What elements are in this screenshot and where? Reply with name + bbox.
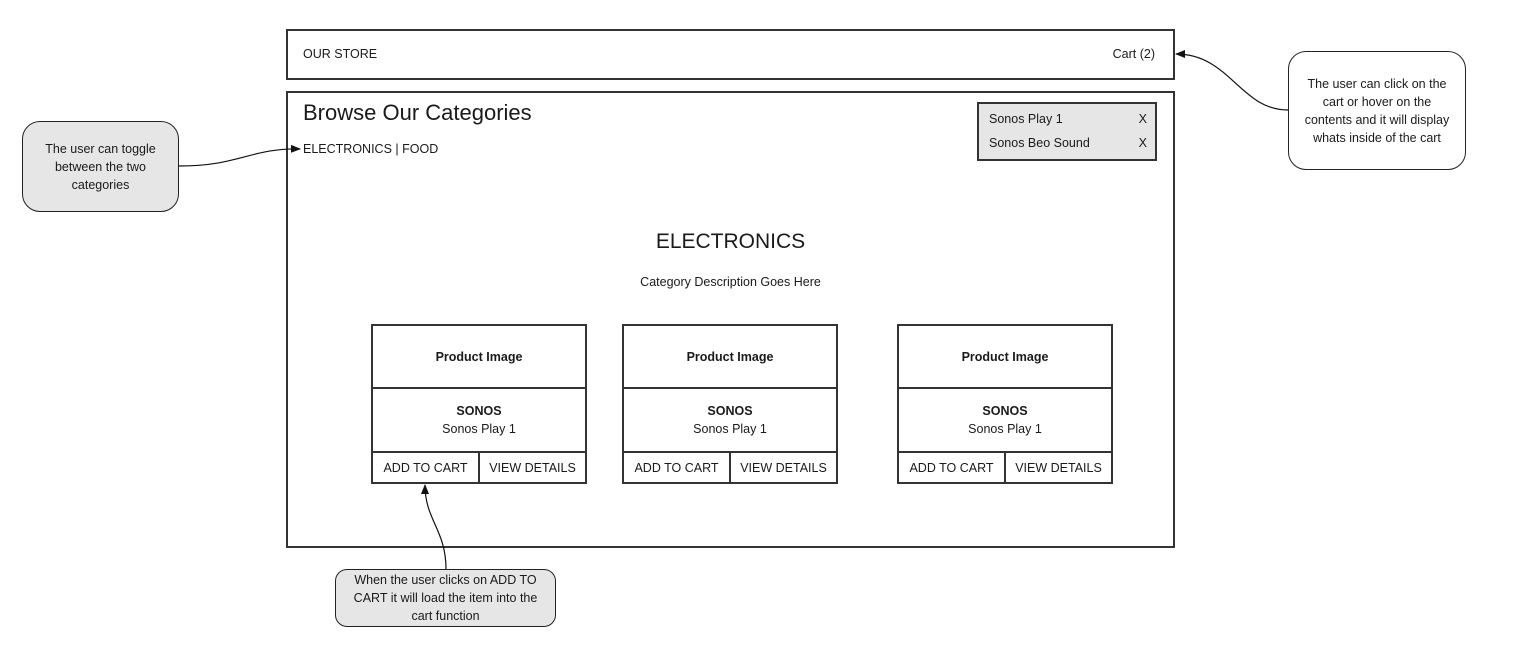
category-electronics-link[interactable]: ELECTRONICS — [303, 142, 392, 156]
category-description: Category Description Goes Here — [640, 275, 821, 289]
product-info: SONOS Sonos Play 1 — [897, 387, 1113, 453]
cart-annotation: The user can click on the cart or hover … — [1288, 51, 1466, 170]
categories-annotation-text: The user can toggle between the two cate… — [45, 141, 156, 192]
product-name: Sonos Play 1 — [442, 422, 516, 436]
cart-item[interactable]: Sonos Beo Sound X — [979, 131, 1155, 155]
product-brand: SONOS — [707, 404, 753, 418]
product-image-label: Product Image — [435, 349, 523, 364]
add-to-cart-button[interactable]: ADD TO CART — [897, 451, 1006, 484]
cart-connector — [1175, 50, 1289, 111]
categories-connector — [178, 144, 301, 167]
product-brand: SONOS — [456, 404, 502, 418]
product-image-label: Product Image — [686, 349, 774, 364]
view-details-button[interactable]: VIEW DETAILS — [729, 451, 838, 484]
add-to-cart-button[interactable]: ADD TO CART — [371, 451, 480, 484]
cart-item-name: Sonos Beo Sound — [989, 136, 1090, 150]
product-name: Sonos Play 1 — [693, 422, 767, 436]
category-separator: | — [391, 142, 403, 156]
product-image: Product Image — [622, 324, 838, 389]
category-toggle: ELECTRONICS | FOOD — [303, 142, 438, 156]
page-title: Browse Our Categories — [303, 100, 532, 125]
product-image-label: Product Image — [961, 349, 1049, 364]
add-to-cart-button[interactable]: ADD TO CART — [622, 451, 731, 484]
add-to-cart-annotation: When the user clicks on ADD TO CART it w… — [335, 569, 556, 627]
product-info: SONOS Sonos Play 1 — [622, 387, 838, 453]
product-info: SONOS Sonos Play 1 — [371, 387, 587, 453]
product-image: Product Image — [897, 324, 1113, 389]
cart-item[interactable]: Sonos Play 1 X — [979, 107, 1155, 131]
remove-item-button[interactable]: X — [1138, 136, 1147, 150]
categories-annotation: The user can toggle between the two cate… — [22, 121, 179, 212]
store-header: OUR STORE Cart (2) — [286, 29, 1175, 80]
product-name: Sonos Play 1 — [968, 422, 1042, 436]
store-name: OUR STORE — [303, 47, 378, 61]
cart-annotation-text: The user can click on the cart or hover … — [1304, 76, 1450, 145]
view-details-button[interactable]: VIEW DETAILS — [478, 451, 587, 484]
cart-item-name: Sonos Play 1 — [989, 112, 1063, 126]
cart-popover: Sonos Play 1 X Sonos Beo Sound X — [977, 102, 1157, 161]
product-brand: SONOS — [982, 404, 1028, 418]
category-title: ELECTRONICS — [655, 230, 806, 253]
add-to-cart-annotation-text: When the user clicks on ADD TO CART it w… — [353, 573, 538, 623]
view-details-button[interactable]: VIEW DETAILS — [1004, 451, 1113, 484]
category-food-link[interactable]: FOOD — [402, 142, 439, 156]
cart-link[interactable]: Cart (2) — [1112, 47, 1155, 61]
product-image: Product Image — [371, 324, 587, 389]
remove-item-button[interactable]: X — [1138, 112, 1147, 126]
